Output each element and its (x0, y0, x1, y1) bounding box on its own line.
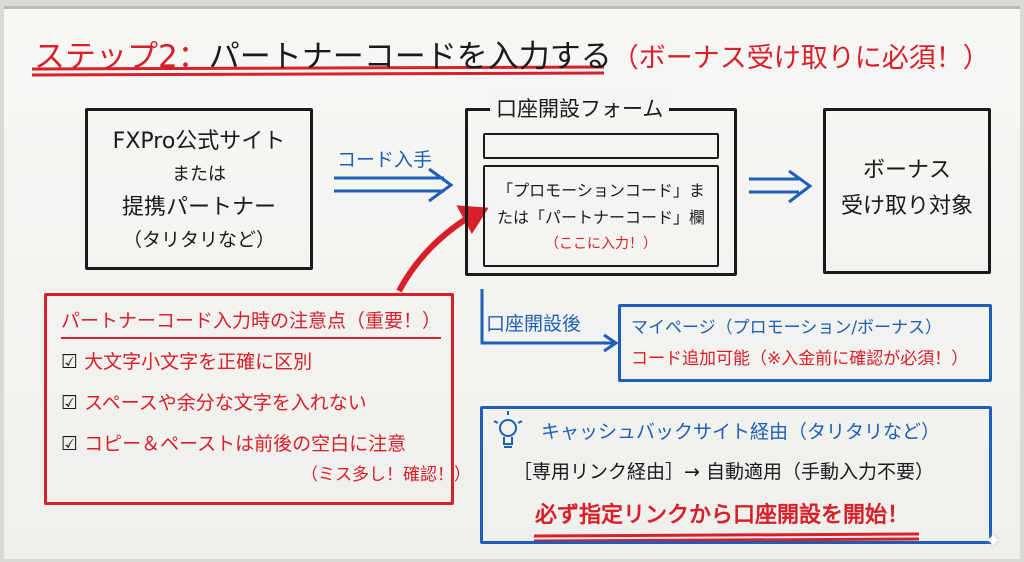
red-curved-arrow (396, 211, 476, 293)
double-arrow-1 (334, 167, 454, 203)
double-arrow-2 (749, 169, 813, 204)
checkbox-icon: ☑ (61, 392, 85, 414)
emphasis-underline (533, 532, 920, 538)
caution-box: パートナーコード入力時の注意点（重要！） ☑ 大文字小文字を正確に区別 ☑ スペ… (44, 293, 471, 505)
whiteboard: ステップ2：パートナーコードを入力する（ボーナス受け取りに必須！） FXPro公… (4, 6, 1020, 559)
title-underline (31, 65, 605, 71)
bonus-line: 受け取り対象 (840, 194, 973, 219)
field-label: たは「パートナーコード」欄 (496, 208, 705, 227)
field-label: 「プロモーションコード」ま (497, 181, 705, 200)
field-note: （ここに入力！） (545, 236, 657, 252)
checkbox-icon: ☑ (61, 433, 85, 455)
cashback-emphasis: 必ず指定リンクから口座開設を開始！ (535, 503, 910, 528)
source-line: （タリタリなど） (122, 229, 275, 251)
after-arrow (480, 289, 619, 353)
source-line: FXPro公式サイト (112, 129, 286, 154)
lightbulb-icon (493, 411, 523, 448)
source-line: または (172, 164, 226, 185)
form-title: 口座開設フォーム (490, 93, 670, 123)
form-input-field[interactable] (483, 133, 719, 159)
mypage-line: マイページ（プロモーション/ボーナス） (631, 318, 943, 338)
drawn-lines (31, 65, 920, 543)
checkbox-icon: ☑ (61, 351, 85, 373)
mypage-box: マイページ（プロモーション/ボーナス） コード追加可能（※入金前に確認が必須！） (618, 304, 992, 382)
cashback-box: キャッシュバックサイト経由（タリタリなど） ［専用リンク経由］→ 自動適用（手動… (480, 406, 992, 544)
mypage-line: コード追加可能（※入金前に確認が必須！） (631, 349, 969, 369)
bonus-line: ボーナス (862, 158, 951, 183)
cashback-line: ［専用リンク経由］→ 自動適用（手動入力不要） (513, 461, 934, 483)
caution-item: ☑ スペースや余分な文字を入れない (61, 392, 367, 414)
title-step: ステップ2： (34, 39, 209, 75)
source-line: 提携パートナー (121, 195, 276, 220)
title-note: （ボーナス受け取りに必須！） (611, 43, 990, 74)
after-label: 口座開設後 (486, 313, 582, 335)
caution-title: パートナーコード入力時の注意点（重要！） (61, 306, 441, 339)
caution-item: ☑ 大文字小文字を正確に区別 (61, 351, 313, 373)
bonus-box: ボーナス 受け取り対象 (823, 108, 991, 274)
promo-code-field[interactable]: 「プロモーションコード」ま たは「パートナーコード」欄 （ここに入力！） (483, 165, 719, 267)
caution-item: ☑ コピー＆ペーストは前後の空白に注意 (61, 433, 407, 455)
cashback-title: キャッシュバックサイト経由（タリタリなど） (541, 421, 941, 443)
page-title: パートナーコードを入力する (208, 39, 612, 75)
sparkle-icon: ✦ (984, 529, 1003, 554)
caution-note: （ミス多し！確認！） (301, 465, 471, 485)
source-box: FXPro公式サイト または 提携パートナー （タリタリなど） (85, 108, 313, 270)
arrow-label: コード入手 (337, 149, 433, 171)
